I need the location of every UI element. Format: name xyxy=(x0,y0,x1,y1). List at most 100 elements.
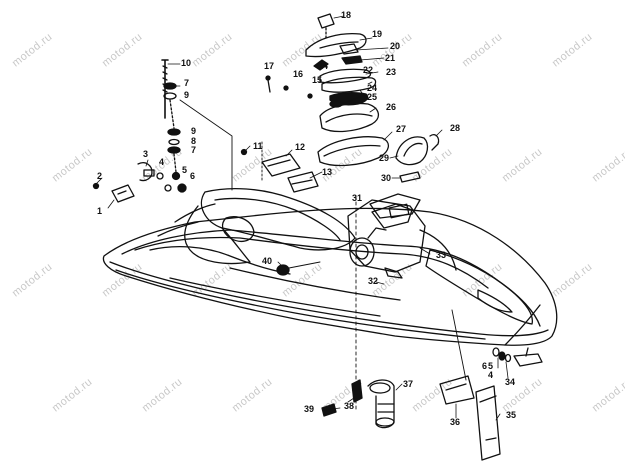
callout-36: 36 xyxy=(450,417,461,427)
cover-29 xyxy=(395,136,429,166)
callout-40: 40 xyxy=(262,256,273,266)
console-label-plate xyxy=(388,203,410,219)
hull-deck-edge xyxy=(121,229,541,327)
washer-8 xyxy=(168,138,180,146)
callout-17: 17 xyxy=(264,61,275,71)
hull-side-line xyxy=(169,277,381,317)
hull-bow-tip xyxy=(504,304,541,346)
hull-deck-inner xyxy=(134,236,489,289)
screw-15 xyxy=(307,93,313,99)
callout-23: 23 xyxy=(386,67,397,77)
footwell xyxy=(149,245,291,275)
nut-7a xyxy=(163,82,177,90)
steering-column-neck xyxy=(367,227,387,239)
steering-column-base xyxy=(349,237,375,267)
callout-6b: 6 xyxy=(482,361,488,371)
callout-7b: 7 xyxy=(191,145,197,155)
hull-rub-rail xyxy=(109,261,549,337)
hatch-31 xyxy=(371,203,413,229)
callout-19: 19 xyxy=(372,29,383,39)
clip-39 xyxy=(321,403,337,417)
callout-15: 15 xyxy=(312,75,323,85)
plate-36 xyxy=(439,375,475,405)
bracket-21 xyxy=(341,55,363,65)
callout-24: 24 xyxy=(367,83,378,93)
callout-4b: 4 xyxy=(488,370,494,380)
console-body xyxy=(347,199,426,273)
nut-9b xyxy=(167,128,181,136)
cover-19 xyxy=(305,32,367,58)
callout-21: 21 xyxy=(385,53,396,63)
hull-step xyxy=(229,267,401,301)
hull-outer-outline xyxy=(102,207,558,346)
callout-5a: 5 xyxy=(182,165,188,175)
callout-39: 39 xyxy=(304,404,315,414)
handle-body xyxy=(111,184,135,203)
washer-4c xyxy=(504,353,512,363)
seat-cushion xyxy=(221,216,255,243)
callout-1: 1 xyxy=(97,206,103,216)
bracket-20 xyxy=(339,43,359,55)
seat-inner xyxy=(214,197,341,241)
console-vent xyxy=(384,267,403,279)
deck-rear-top xyxy=(174,203,216,223)
callout-7a: 7 xyxy=(184,78,190,88)
washer-6b xyxy=(492,347,500,357)
part-bow-hardware xyxy=(492,347,543,367)
deck-seat xyxy=(149,187,356,275)
callout-33: 33 xyxy=(436,250,447,260)
washer-4b xyxy=(164,184,172,192)
clip-14 xyxy=(313,59,329,71)
bin-13 xyxy=(287,171,319,193)
clamp-38 xyxy=(351,379,363,403)
callout-37: 37 xyxy=(403,379,414,389)
callout-6a: 6 xyxy=(190,171,196,181)
callout-32: 32 xyxy=(368,276,379,286)
callout-11: 11 xyxy=(253,141,263,151)
part-hose-fitting xyxy=(321,379,395,429)
callout-28: 28 xyxy=(450,123,461,133)
hull-rub-rail-lower xyxy=(115,269,486,340)
callout-4a: 4 xyxy=(159,157,165,167)
callout-18: 18 xyxy=(341,10,352,20)
washer-4 xyxy=(156,172,164,180)
bin-lid-12 xyxy=(261,153,301,177)
callout-20: 20 xyxy=(390,41,401,51)
callout-34: 34 xyxy=(505,377,516,387)
screw-11 xyxy=(240,148,248,156)
stud-10 xyxy=(161,59,169,119)
gasket-27 xyxy=(317,136,389,167)
callout-30: 30 xyxy=(381,173,392,183)
washer-9a xyxy=(163,92,177,100)
base-26 xyxy=(319,102,379,133)
part-storage-bin xyxy=(240,148,319,193)
callout-31: 31 xyxy=(352,193,363,203)
callout-16: 16 xyxy=(293,69,304,79)
part-side-cover xyxy=(395,134,440,183)
callout-27: 27 xyxy=(396,124,407,134)
hull-bow-recess xyxy=(477,289,513,313)
callout-29: 29 xyxy=(379,153,390,163)
callout-12: 12 xyxy=(295,142,306,152)
nut-7b xyxy=(167,146,181,154)
callout-35: 35 xyxy=(506,410,517,420)
latch-30 xyxy=(399,171,421,183)
plug-40 xyxy=(276,264,290,276)
callout-14: 14 xyxy=(318,61,329,71)
bracket-34 xyxy=(513,353,543,367)
callout-8: 8 xyxy=(191,136,197,146)
elbow-3 xyxy=(137,162,153,182)
screw-16 xyxy=(283,85,289,91)
part-handlebar-cover-stack xyxy=(265,13,379,133)
panel-35 xyxy=(475,385,501,461)
seal-23 xyxy=(321,76,377,93)
deck-rail-left xyxy=(157,221,199,237)
leader-lines xyxy=(95,15,509,421)
console-front xyxy=(419,229,457,271)
nut-5 xyxy=(171,171,181,181)
nut-5b xyxy=(498,351,506,361)
part-rear-handle xyxy=(92,182,135,203)
callout-22: 22 xyxy=(363,65,374,75)
nut-6 xyxy=(177,183,187,193)
